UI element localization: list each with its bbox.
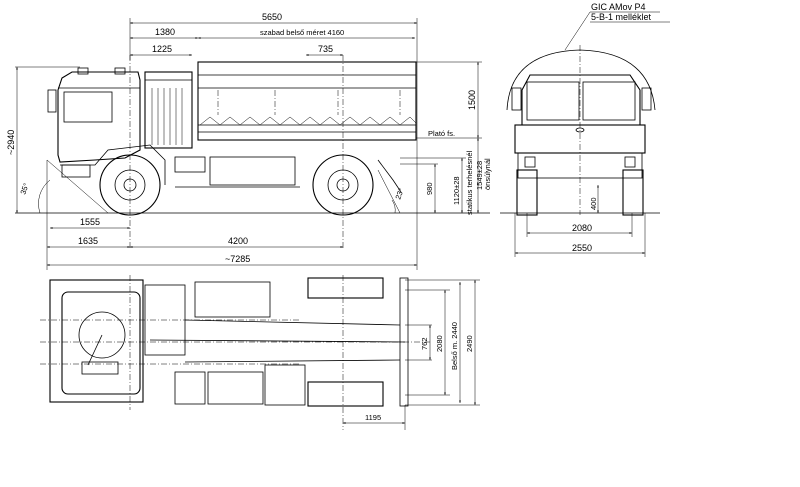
dim-width: 2550 xyxy=(572,243,592,253)
dim-inner-width: Belső m. 2440 xyxy=(450,322,459,370)
side-view: 35° 23° 5650 1380 szabad belső m xyxy=(6,12,492,270)
front-view: GIC AMov P4 5-B-1 melléklet 2080 2550 40… xyxy=(500,2,670,257)
title-block-line2: 5-B-1 melléklet xyxy=(591,12,652,22)
cargo-bed xyxy=(174,61,417,188)
dim-track: 2080 xyxy=(572,223,592,233)
dim-unladen-height: 1549±28 xyxy=(475,161,484,190)
static-label: statikus terhelésnél xyxy=(465,150,474,215)
dim-bed-height: 1500 xyxy=(467,90,477,110)
title-block-line1: GIC AMov P4 xyxy=(591,2,646,12)
departure-angle: 23° xyxy=(393,187,405,201)
dim-rear-overhang: 1195 xyxy=(365,413,381,422)
dim-cab-to-engine: 1225 xyxy=(152,44,172,54)
dim-inner-length: szabad belső méret 4160 xyxy=(260,28,344,37)
dim-overall-length: ~7285 xyxy=(225,254,250,264)
dim-hitch-height: 980 xyxy=(425,182,434,195)
dim-ground-clearance: 400 xyxy=(589,197,598,210)
dim-outer-width: 2490 xyxy=(465,335,474,352)
dim-wheelbase: 4200 xyxy=(228,236,248,246)
dim-height: ~2940 xyxy=(6,130,16,155)
dim-front-overhang-total: 1635 xyxy=(78,236,98,246)
cab xyxy=(47,67,166,185)
dim-front-overhang: 1555 xyxy=(80,217,100,227)
dim-static-height: 1120±28 xyxy=(452,176,461,205)
top-view: 762 2080 Belső m. 2440 2490 1195 xyxy=(40,275,480,430)
dim-rear-offset: 735 xyxy=(318,44,333,54)
dim-frame-width: 762 xyxy=(420,337,429,350)
dim-overall-body: 5650 xyxy=(262,12,282,22)
approach-angle: 35° xyxy=(18,182,30,196)
unladen-label: önsúlynál xyxy=(483,158,492,190)
dim-front-to-bed: 1380 xyxy=(155,27,175,37)
engine-housing xyxy=(144,71,193,149)
dim-top-track: 2080 xyxy=(435,335,444,352)
platform-label: Plató fs. xyxy=(428,129,455,138)
